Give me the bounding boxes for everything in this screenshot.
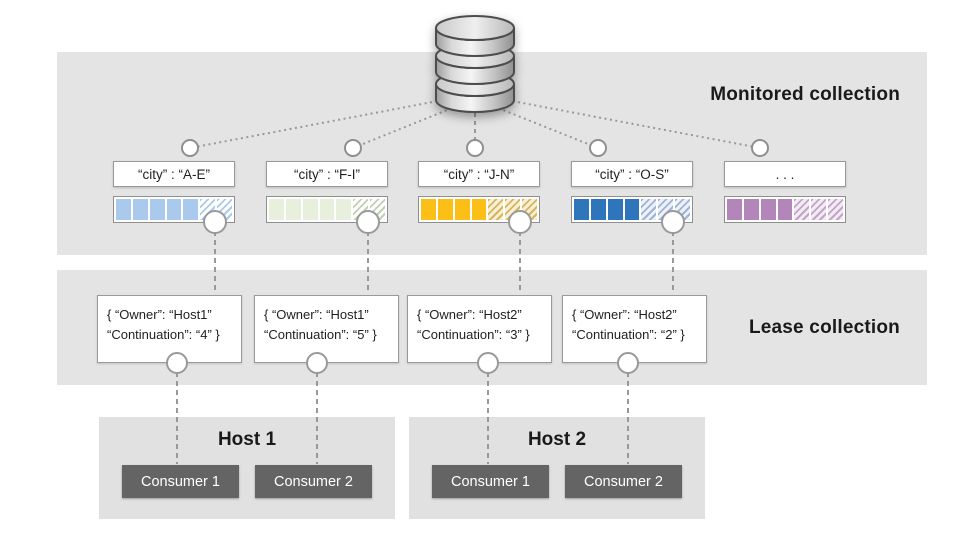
host-2-box: Host 2 Consumer 1 Consumer 2 (409, 417, 705, 519)
lease-document-text: { “Owner”: “Host1” (264, 307, 369, 322)
bar-segment-filled (116, 199, 131, 220)
partition-progress-bar (266, 196, 388, 223)
bar-segment-hatched (505, 199, 521, 220)
partition-key-box: “city” : “F-I” (266, 161, 388, 187)
partition-key-label: “city” : “A-E” (138, 166, 210, 182)
lease-collection-label: Lease collection (748, 317, 900, 338)
database-cylinder-icon (435, 15, 515, 113)
bar-segment-filled (166, 199, 182, 220)
bar-segment-filled (269, 199, 284, 220)
partition-progress-bar (113, 196, 235, 223)
bar-segment-hatched (794, 199, 810, 220)
bar-segment-hatched (200, 199, 216, 220)
partition-key-label: “city” : “F-I” (294, 166, 360, 182)
bar-segment-filled (760, 199, 776, 220)
bar-segment-hatched (811, 199, 827, 220)
bar-segment-hatched (828, 199, 844, 220)
partition-progress-bar (571, 196, 693, 223)
bar-segment-hatched (217, 199, 233, 220)
lease-document: { “Owner”: “Host2” “Continuation”: “3” } (407, 295, 552, 363)
bar-segment-filled (727, 199, 742, 220)
lease-document-text: “Continuation”: “5” } (264, 327, 377, 343)
lease-document: { “Owner”: “Host1” “Continuation”: “4” } (97, 295, 242, 363)
lease-document-text: { “Owner”: “Host2” (572, 307, 677, 322)
bar-segment-filled (437, 199, 453, 220)
host-1-consumer-2: Consumer 2 (255, 465, 372, 498)
bar-segment-filled (319, 199, 335, 220)
bar-segment-hatched (675, 199, 691, 220)
bar-segment-hatched (658, 199, 674, 220)
partition-progress-bar (724, 196, 846, 223)
bar-segment-filled (149, 199, 165, 220)
bar-segment-filled (132, 199, 148, 220)
host-1-title: Host 1 (217, 429, 277, 450)
lease-document-text: { “Owner”: “Host1” (107, 307, 212, 322)
host-2-title: Host 2 (527, 429, 587, 450)
host-2-consumer-2: Consumer 2 (565, 465, 682, 498)
lease-document-text: “Continuation”: “4” } (107, 327, 220, 343)
host-1-consumer-1: Consumer 1 (122, 465, 239, 498)
bar-segment-filled (421, 199, 436, 220)
lease-document-text: “Continuation”: “3” } (417, 327, 530, 343)
partition-key-box: . . . (724, 161, 846, 187)
bar-segment-filled (471, 199, 487, 220)
bar-segment-filled (574, 199, 589, 220)
lease-document: { “Owner”: “Host1” “Continuation”: “5” } (254, 295, 399, 363)
bar-segment-filled (624, 199, 640, 220)
bar-segment-filled (336, 199, 352, 220)
bar-segment-hatched (488, 199, 504, 220)
partition-key-box: “city” : “J-N” (418, 161, 540, 187)
bar-segment-hatched (522, 199, 538, 220)
lease-document: { “Owner”: “Host2” “Continuation”: “2” } (562, 295, 707, 363)
partition-key-label: “city” : “J-N” (443, 166, 515, 182)
bar-segment-filled (590, 199, 606, 220)
lease-document-text: { “Owner”: “Host2” (417, 307, 522, 322)
bar-segment-hatched (641, 199, 657, 220)
bar-segment-hatched (370, 199, 386, 220)
bar-segment-filled (302, 199, 318, 220)
partition-key-box: “city” : “A-E” (113, 161, 235, 187)
partition-progress-bar (418, 196, 540, 223)
partition-key-box: “city” : “O-S” (571, 161, 693, 187)
host-1-box: Host 1 Consumer 1 Consumer 2 (99, 417, 395, 519)
bar-segment-filled (183, 199, 199, 220)
lease-document-text: “Continuation”: “2” } (572, 327, 685, 343)
bar-segment-hatched (353, 199, 369, 220)
bar-segment-filled (607, 199, 623, 220)
bar-segment-filled (454, 199, 470, 220)
partition-key-label: . . . (775, 166, 795, 182)
partition-key-label: “city” : “O-S” (595, 166, 669, 182)
bar-segment-filled (777, 199, 793, 220)
bar-segment-filled (743, 199, 759, 220)
bar-segment-filled (285, 199, 301, 220)
host-2-consumer-1: Consumer 1 (432, 465, 549, 498)
